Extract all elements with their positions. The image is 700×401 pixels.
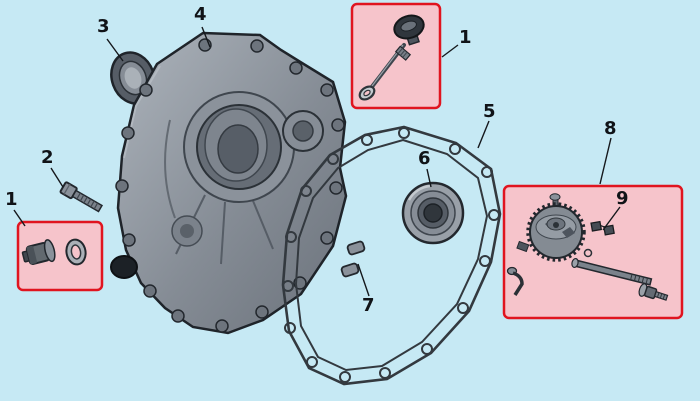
governor-assembly-drawing bbox=[506, 193, 669, 301]
callout-dowel-pin[interactable]: 7 bbox=[362, 295, 375, 316]
callout-oil-dipstick[interactable]: 1 bbox=[459, 27, 472, 48]
callout-oil-drain-plug[interactable]: 1 bbox=[5, 189, 18, 210]
callout-flange-bolt[interactable]: 2 bbox=[41, 147, 54, 168]
gasket-drawing bbox=[281, 125, 502, 386]
callout-governor-assembly[interactable]: 8 bbox=[604, 118, 617, 139]
callout-governor-holder[interactable]: 9 bbox=[616, 188, 629, 209]
ball-bearing-drawing bbox=[401, 181, 465, 245]
crankcase-cover-drawing bbox=[110, 31, 348, 335]
leader-lines bbox=[13, 26, 621, 297]
callout-ball-bearing[interactable]: 6 bbox=[418, 148, 431, 169]
dowel-pins-drawing bbox=[340, 240, 366, 278]
highlight-box-governor[interactable] bbox=[502, 184, 684, 320]
highlight-box-drain-plug[interactable] bbox=[16, 220, 104, 292]
callout-cover-gasket[interactable]: 5 bbox=[483, 101, 496, 122]
drain-plug-drawing bbox=[21, 238, 87, 266]
flange-bolt-drawing bbox=[59, 181, 104, 213]
callout-oil-seal[interactable]: 3 bbox=[97, 16, 110, 37]
dipstick-drawing bbox=[358, 14, 425, 101]
callout-crankcase-cover[interactable]: 4 bbox=[194, 4, 207, 25]
